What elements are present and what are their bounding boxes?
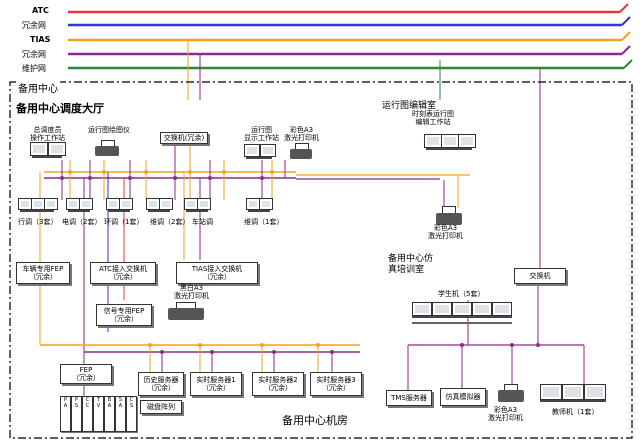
sim-room-title: 备用中心仿 真培训室 [388, 254, 434, 275]
main-ws-label: 总调度员 操作工作站 [30, 126, 65, 142]
ws-label-1: 行调（3套） [18, 218, 58, 226]
hall-switch: 交换机(冗余) [160, 132, 208, 144]
ws-label-3: 环调（1套） [104, 218, 144, 226]
student-label: 学生机（5套） [438, 290, 485, 298]
hall-color-printer-label: 彩色A3 激光打印机 [284, 126, 319, 142]
editor-printer-label: 彩色A3 激光打印机 [428, 224, 463, 240]
outer-title: 备用中心 [16, 80, 60, 95]
rack-module: B A [104, 396, 115, 432]
legend-tias: TIAS [30, 35, 51, 44]
rack-module: P S [71, 396, 82, 432]
ws-label-4: 维调（2套） [150, 218, 190, 226]
dispatch-hall-title: 备用中心调度大厅 [16, 102, 104, 115]
legend-atc: ATC [32, 6, 49, 15]
machine-room-title: 备用中心机房 [282, 414, 348, 427]
ws-label-station: 车站调 [192, 218, 213, 226]
fep-box: FEP （冗余） [60, 364, 112, 384]
realtime-server-2-box: 实时服务器2 （冗余） [252, 372, 304, 396]
disk-array-box: 磁盘阵列 [140, 400, 182, 414]
ws-label-2: 电调（2套） [62, 218, 102, 226]
plotter-label: 运行图绘图仪 [88, 126, 130, 134]
ws-label-5: 维调（1套） [244, 218, 284, 226]
history-server-box: 历史服务器 （冗余） [138, 372, 184, 396]
teacher-label: 教师机（1套） [552, 408, 599, 416]
rack-module: C C [82, 396, 93, 432]
display-ws-label: 运行图 显示工作站 [244, 126, 279, 142]
rack-module: S A [115, 396, 126, 432]
tms-server-box: TMS服务器 [386, 390, 432, 406]
simulator-box: 仿真模拟器 [440, 388, 486, 406]
rack-module: P A [60, 396, 71, 432]
sim-printer-label: 彩色A3 激光打印机 [488, 406, 523, 422]
signal-fep-box: 信号专用FEP （冗余） [96, 304, 152, 326]
legend-redundant-2: 冗余网 [22, 50, 46, 59]
legend-redundant-1: 冗余网 [22, 21, 46, 30]
vehicle-fep-box: 车辆专用FEP （冗余） [16, 262, 70, 284]
bw-printer-label: 黑白A3 激光打印机 [174, 284, 209, 300]
atc-switch-box: ATC接入交换机 （冗余） [90, 262, 156, 284]
rack-module: T V [93, 396, 104, 432]
tias-switch-box: TIAS接入交换机 （冗余） [176, 262, 258, 284]
rack-module: C S [126, 396, 137, 432]
legend-maint: 维护网 [22, 64, 46, 73]
outer-dashed-border [9, 81, 633, 439]
sim-switch-box: 交换机 [514, 268, 566, 284]
editor-room-title: 运行图编辑室 [382, 101, 437, 111]
editor-ws-label: 时刻表运行图 编辑工作站 [412, 110, 454, 126]
realtime-server-1-box: 实时服务器1 （冗余） [190, 372, 242, 396]
realtime-server-3-box: 实时服务器3 （冗余） [310, 372, 362, 396]
